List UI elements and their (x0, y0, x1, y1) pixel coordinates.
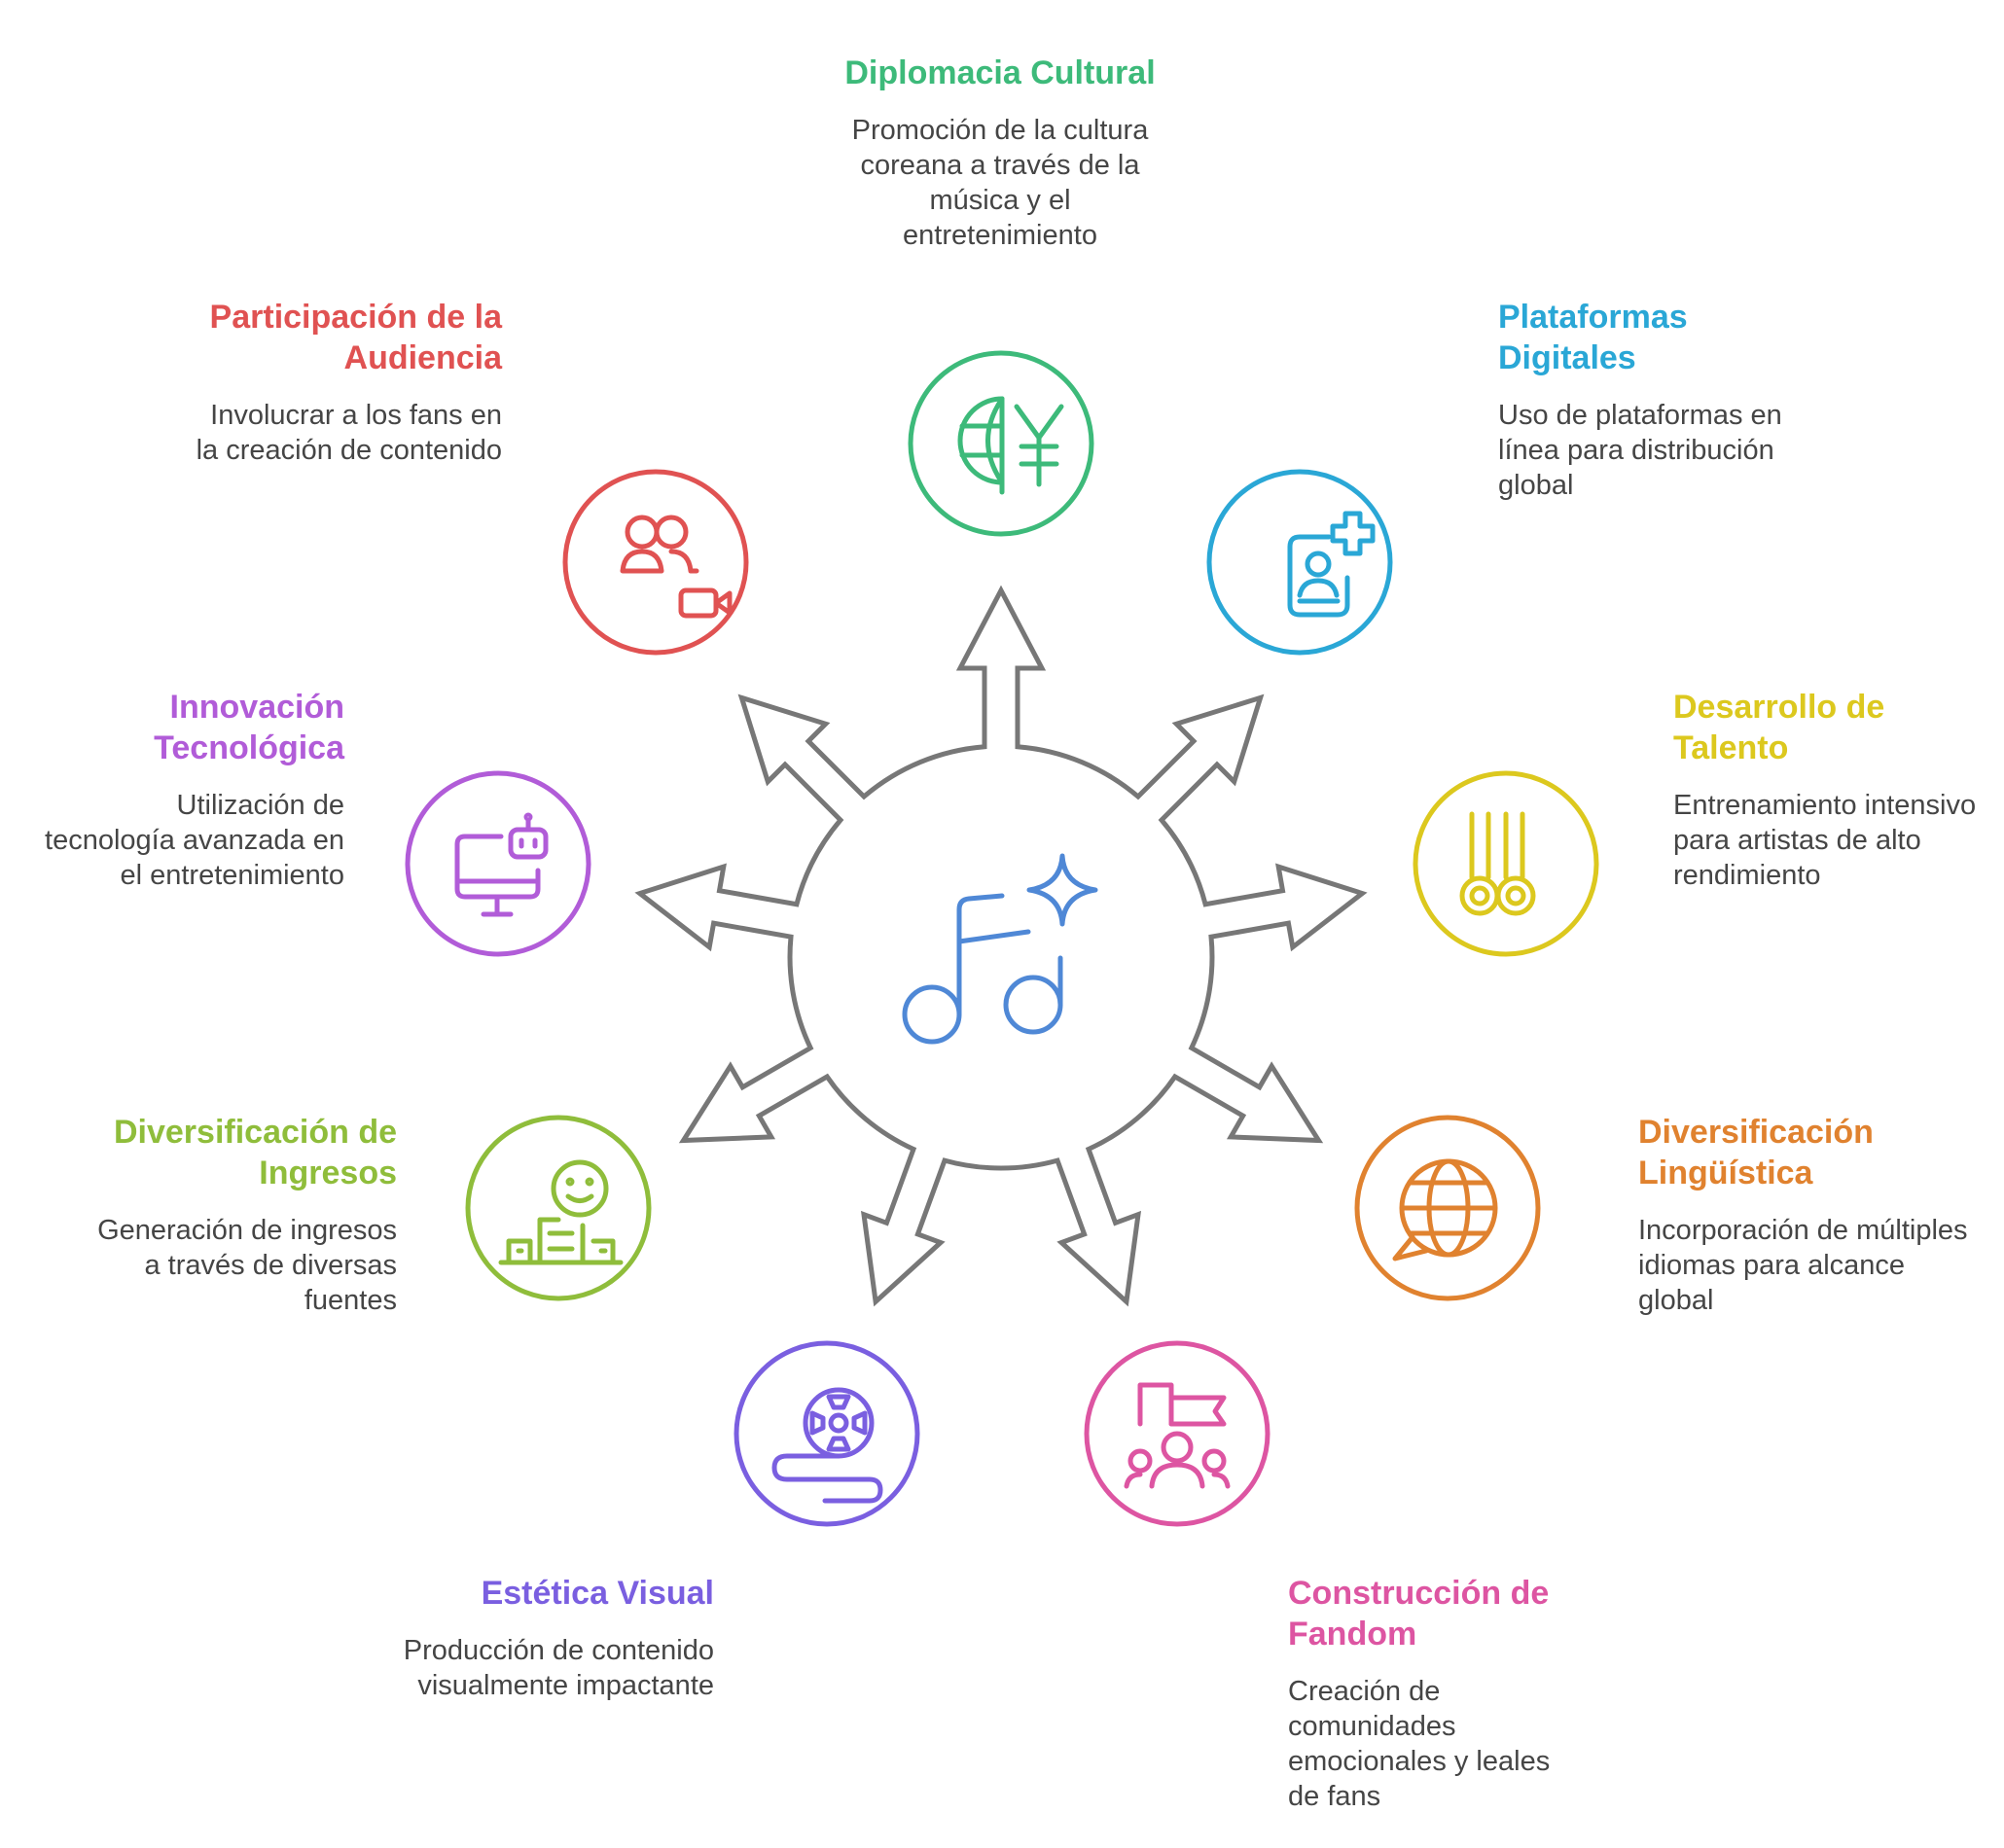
film-reel-icon (771, 1387, 883, 1504)
node-title: Diversificación Lingüística (1638, 1114, 1874, 1191)
globe-chat-icon (1392, 1158, 1498, 1262)
node-title: Desarrollo de Talento (1673, 689, 1885, 766)
node-description: Involucrar a los fans en la creación de … (196, 400, 502, 466)
globe-yen-icon (957, 396, 1064, 495)
label-innovacion-tecnologica: Innovación Tecnológica Utilización de te… (39, 687, 344, 893)
node-description: Uso de plataformas en línea para distrib… (1498, 400, 1782, 501)
gymnastic-rings-icon (1459, 811, 1536, 916)
node-description: Incorporación de múltiples idiomas para … (1638, 1215, 1968, 1316)
label-diversificacion-linguistica: Diversificación Lingüística Incorporació… (1638, 1112, 1969, 1318)
node-title: Diversificación de Ingresos (113, 1114, 397, 1191)
node-title: Innovación Tecnológica (154, 689, 344, 766)
users-video-icon (620, 515, 733, 619)
community-flag-icon (1124, 1382, 1231, 1489)
node-description: Promoción de la cultura coreana a través… (851, 115, 1149, 251)
label-construccion-de-fandom: Construcción de Fandom Creación de comun… (1288, 1573, 1580, 1814)
node-circle-plataformas (1206, 469, 1393, 656)
hub-circle-with-arrows (634, 585, 1368, 1307)
label-participacion-de-la-audiencia: Participación de la Audiencia Involucrar… (181, 297, 502, 468)
node-title: Construcción de Fandom (1288, 1575, 1550, 1653)
node-description: Entrenamiento intensivo para artistas de… (1673, 790, 1977, 891)
node-circle-estetica (734, 1340, 920, 1527)
node-description: Creación de comunidades emocionales y le… (1288, 1676, 1551, 1812)
label-diversificacion-de-ingresos: Diversificación de Ingresos Generación d… (89, 1112, 397, 1318)
label-diplomacia-cultural: Diplomacia Cultural Promoción de la cult… (840, 53, 1161, 253)
mobile-user-add-icon (1287, 511, 1376, 618)
node-title: Participación de la Audiencia (209, 299, 502, 376)
node-description: Producción de contenido visualmente impa… (403, 1635, 714, 1701)
node-circle-ingresos (465, 1115, 652, 1301)
node-description: Utilización de tecnología avanzada en el… (45, 790, 344, 891)
label-desarrollo-de-talento: Desarrollo de Talento Entrenamiento inte… (1673, 687, 1985, 893)
node-title: Plataformas Digitales (1498, 299, 1688, 376)
music-note-sparkle-icon (902, 853, 1098, 1045)
label-plataformas-digitales: Plataformas Digitales Uso de plataformas… (1498, 297, 1829, 503)
node-icons (454, 396, 1536, 1504)
node-circle-innovacion (405, 770, 591, 957)
node-title: Diplomacia Cultural (844, 54, 1156, 91)
node-circle-audiencia (562, 469, 749, 656)
node-title: Estética Visual (481, 1575, 714, 1612)
revenue-smile-icon (498, 1159, 624, 1265)
hub-arrows (634, 585, 1368, 1307)
label-estetica-visual: Estética Visual Producción de contenido … (393, 1573, 714, 1703)
node-description: Generación de ingresos a través de diver… (97, 1215, 397, 1316)
robot-monitor-icon (454, 812, 549, 917)
